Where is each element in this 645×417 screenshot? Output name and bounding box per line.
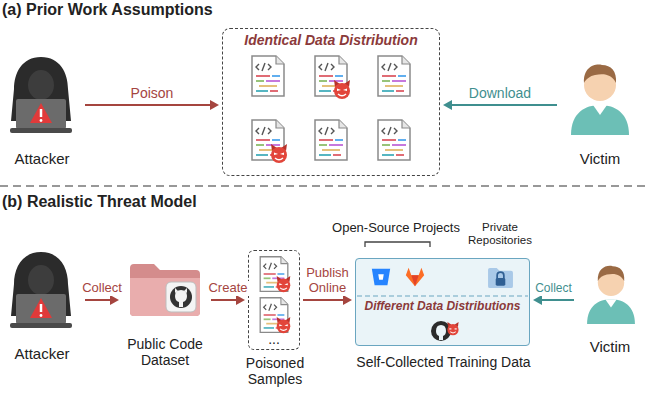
connector-arrow [85,295,119,305]
bitbucket-icon [372,269,390,286]
devil-icon [277,317,291,333]
code-file-icon [315,120,347,160]
devil-icon [334,80,350,99]
training-data-box: Different Data DistributionsSelf-Collect… [355,258,530,346]
code-file-icon [252,56,284,96]
actor-node: Attacker [2,250,82,362]
panel-title: (a) Prior Work Assumptions [2,1,213,19]
panel-separator [0,185,645,186]
connector-line [451,104,557,106]
victim-icon [587,266,635,324]
attacker-icon [10,57,72,133]
victim-icon [571,65,629,135]
edge-label: Publish Online [301,266,355,296]
private-repo-icon [488,268,513,288]
panel-title: (b) Realistic Threat Model [2,193,197,211]
dataset-folder-icon [130,264,200,316]
gitlab-icon [406,268,424,286]
connector-arrow [85,100,219,110]
connector-line [303,299,344,301]
devil-icon [447,322,458,335]
code-file-icon [378,120,410,160]
arrow-head [210,100,219,110]
ellipsis: ... [248,332,300,346]
arrow-head [110,295,119,305]
dataset-node: Public Code Dataset [122,258,208,368]
edge-label: Download [468,85,532,101]
connector-line [85,299,111,301]
source-divider [357,295,528,296]
actor-node: Victim [577,255,643,355]
arrow-head [443,100,452,110]
devil-icon [277,276,291,292]
node-text: Different Data Distributions [356,300,529,314]
connector-arrow [303,295,352,305]
training-data-fill [355,258,530,346]
group-label: Private Repositories [468,221,532,247]
node-text: Poisoned Samples [231,355,319,387]
github-cat [436,325,446,340]
dataset-box: Identical Data Distribution [222,28,440,176]
arrow-head [236,295,245,305]
node-text: Attacker [2,150,82,167]
edge-label: Collect [534,282,573,296]
connector-line [211,299,237,301]
node-text: Victim [560,150,640,167]
actor-node: Attacker [2,55,82,167]
connector-arrow [443,100,557,110]
node-text: Identical Data Distribution [223,32,439,48]
bracket [365,242,430,247]
connector-line [541,299,574,301]
attacker-icon [10,252,72,328]
edge-label: Poison [130,85,175,101]
node-text: Victim [577,338,643,355]
connector-line [85,104,211,106]
edge-label: Collect [81,281,123,296]
node-text: Public Code Dataset [122,336,208,368]
node-text: Attacker [2,345,82,362]
connector-arrow [533,295,574,305]
arrow-head [343,295,352,305]
actor-node: Victim [560,55,640,167]
arrow-head [533,295,542,305]
connector-arrow [211,295,245,305]
code-file-icon [378,56,410,96]
devil-icon [271,144,287,163]
node-text: Self-Collected Training Data [331,354,556,370]
group-label: Open-Source Projects [330,221,462,236]
edge-label: Create [207,281,248,296]
